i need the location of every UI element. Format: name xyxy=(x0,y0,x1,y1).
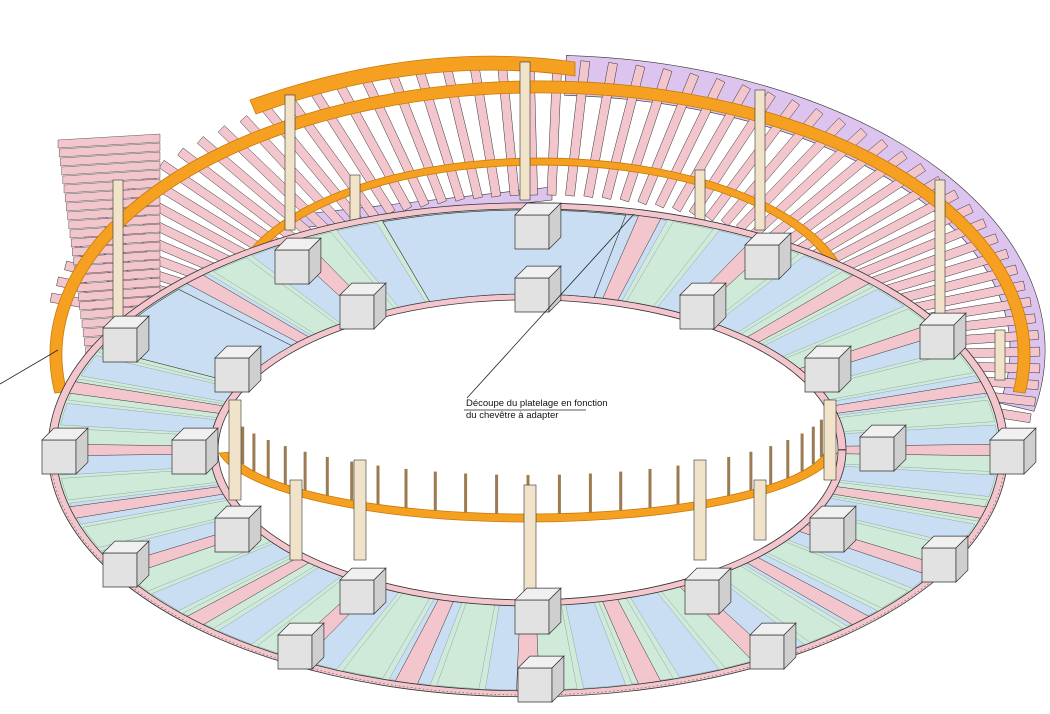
footing-side xyxy=(548,587,562,635)
annotation-line-2: du chevêtre à adapter xyxy=(466,410,558,421)
left-leader-line xyxy=(0,349,59,385)
footing-front xyxy=(171,439,207,475)
annotation-callout: Découpe du platelage en fonction du chev… xyxy=(0,213,635,421)
footing-side xyxy=(955,535,969,583)
annotation-line-1: Découpe du platelage en fonction xyxy=(466,398,608,409)
footing-side xyxy=(205,427,219,475)
footing-side xyxy=(718,567,732,615)
footing-front xyxy=(214,357,250,393)
footing-front xyxy=(514,599,550,635)
footing-side xyxy=(311,622,325,670)
footing-front xyxy=(919,324,955,360)
post xyxy=(823,399,837,481)
footing-front xyxy=(921,547,957,583)
footing-front xyxy=(514,214,550,250)
ring-deck-platform xyxy=(47,202,1009,698)
post xyxy=(228,399,242,501)
footing-side xyxy=(551,655,565,703)
footing-front xyxy=(514,277,550,313)
footing-front xyxy=(274,249,310,285)
footing-side xyxy=(308,237,322,285)
footing-front xyxy=(517,667,553,703)
wall-plank xyxy=(61,160,161,176)
post xyxy=(934,179,946,331)
wall-plank xyxy=(59,142,161,158)
footing-front xyxy=(214,517,250,553)
edge-tick-marks xyxy=(49,449,529,696)
footing-front xyxy=(989,439,1025,475)
back-posts xyxy=(112,61,1006,381)
wall-plank xyxy=(57,133,161,149)
footing-side xyxy=(248,345,262,393)
post xyxy=(353,459,367,561)
post xyxy=(753,479,767,541)
footing-front xyxy=(339,579,375,615)
top-orange-beam xyxy=(249,55,576,115)
post xyxy=(994,329,1006,381)
inner-orange-beam xyxy=(218,451,838,523)
footing-front xyxy=(679,294,715,330)
post xyxy=(289,479,303,561)
footing-front xyxy=(809,517,845,553)
post xyxy=(284,94,296,231)
footing-side xyxy=(75,427,89,475)
footing-front xyxy=(744,244,780,280)
post xyxy=(112,179,124,331)
decking-cut-zone xyxy=(382,209,627,302)
post xyxy=(693,459,707,561)
footing-front xyxy=(684,579,720,615)
annotation-leader-line xyxy=(466,213,635,399)
footing-side xyxy=(838,345,852,393)
footing-front xyxy=(859,436,895,472)
post xyxy=(523,484,537,601)
footing-side xyxy=(136,540,150,588)
footing-side xyxy=(783,622,797,670)
wall-plank xyxy=(62,169,161,185)
footing-side xyxy=(713,282,727,330)
wall-plank xyxy=(60,151,161,167)
footing-side xyxy=(548,265,562,313)
footing-side xyxy=(136,315,150,363)
footing-front xyxy=(277,634,313,670)
footing-side xyxy=(248,505,262,553)
footing-front xyxy=(749,634,785,670)
footing-front xyxy=(339,294,375,330)
footing-side xyxy=(548,202,562,250)
footing-side xyxy=(778,232,792,280)
footing-front xyxy=(102,552,138,588)
footing-front xyxy=(41,439,77,475)
post xyxy=(754,89,766,231)
outer-orange-beam xyxy=(49,80,1031,394)
front-posts xyxy=(228,399,837,601)
footing-side xyxy=(373,282,387,330)
footing-front xyxy=(102,327,138,363)
footing-front xyxy=(804,357,840,393)
footing-side xyxy=(893,424,907,472)
footing-side xyxy=(373,567,387,615)
footing-side xyxy=(1023,427,1037,475)
footing-side xyxy=(843,505,857,553)
concrete-footings xyxy=(41,202,1037,703)
post xyxy=(519,61,531,201)
inner-orange-ring-beam xyxy=(218,419,838,523)
footing-side xyxy=(953,312,967,360)
rafter xyxy=(546,59,563,196)
